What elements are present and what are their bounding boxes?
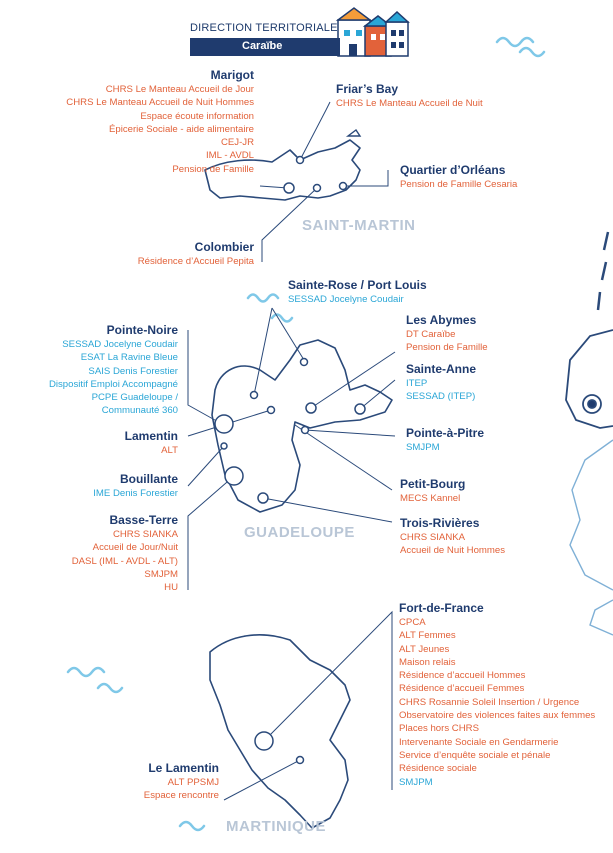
location-name: Les Abymes [406, 313, 477, 327]
service-item: MECS Kannel [400, 493, 461, 504]
location-name: Marigot [210, 68, 254, 82]
location-name: Sainte-Rose / Port Louis [288, 278, 427, 292]
service-item: Dispositif Emploi Accompagné [48, 378, 178, 390]
service-item: SESSAD Jocelyne Coudair [288, 294, 404, 305]
location-name: Friar’s Bay [336, 82, 399, 96]
service-item: SMJPM [399, 776, 433, 788]
service-item: CHRS Le Manteau Accueil de Jour [105, 84, 254, 95]
service-item: CEJ-JR [220, 137, 254, 149]
service-item: ALT Femmes [399, 630, 456, 642]
service-item: SMJPM [406, 442, 440, 453]
service-item: Pension de Famille [172, 163, 254, 175]
location-name: Fort-de-France [399, 601, 484, 615]
location-name: Petit-Bourg [400, 477, 466, 491]
decorative-island-outline [569, 439, 613, 636]
service-item: ALT Jeunes [399, 643, 450, 655]
location-name: Pointe-Noire [106, 323, 178, 337]
region-saint-martin: SAINT-MARTIN [302, 217, 416, 234]
location-name: Colombier [194, 240, 254, 254]
service-item: Espace écoute information [140, 110, 254, 122]
service-item: Accueil de Jour/Nuit [92, 542, 178, 554]
service-item: CHRS Rosannie Soleil Insertion / Urgence [399, 696, 580, 708]
wave-decoration [66, 36, 546, 832]
service-item: IME Denis Forestier [93, 488, 178, 499]
service-item: Résidence d’accueil Hommes [399, 670, 526, 682]
service-item: Épicerie Sociale - aide alimentaire [108, 123, 254, 135]
saint-martin-island [204, 139, 361, 201]
service-item: Accueil de Nuit Hommes [400, 545, 506, 557]
service-item: Pension de Famille [406, 342, 488, 354]
region-martinique: MARTINIQUE [226, 818, 326, 835]
service-item: Service d’enquête sociale et pénale [399, 749, 551, 761]
service-item: Résidence d’accueil Femmes [399, 683, 525, 695]
service-item: SESSAD Jocelyne Coudair [62, 339, 178, 350]
service-item: Observatoire des violences faites aux fe… [399, 710, 596, 722]
location-markers [214, 155, 366, 765]
region-guadeloupe: GUADELOUPE [244, 524, 355, 541]
header-subtitle: Caraïbe [242, 40, 283, 52]
location-name: Sainte-Anne [406, 362, 477, 376]
guadeloupe-island [211, 339, 393, 513]
location-name: Le Lamentin [148, 761, 219, 775]
service-item: ALT PPSMJ [167, 777, 219, 788]
location-name: Basse-Terre [109, 513, 178, 527]
location-name: Lamentin [124, 429, 178, 443]
martinique-island [209, 634, 351, 829]
service-item: Maison relais [399, 656, 456, 668]
service-item: Intervenante Sociale en Gendarmerie [399, 736, 559, 748]
service-item: IML - AVDL [206, 150, 254, 162]
service-item: DT Caraïbe [406, 329, 456, 340]
service-item: CHRS SIANKA [112, 529, 178, 540]
decorative-ship-icon [565, 231, 613, 429]
service-item: Espace rencontre [143, 790, 219, 802]
service-item: CHRS SIANKA [400, 532, 466, 543]
service-item: SAIS Denis Forestier [88, 365, 178, 377]
houses-illustration-icon [335, 7, 410, 57]
service-item: DASL (IML - AVDL - ALT) [71, 555, 178, 567]
location-name: Bouillante [119, 472, 178, 486]
service-item: ITEP [406, 378, 428, 389]
service-item: ALT [161, 445, 178, 456]
service-item: Places hors CHRS [399, 723, 479, 735]
service-item: HU [164, 582, 178, 594]
service-item: ESAT La Ravine Bleue [80, 352, 178, 364]
location-name: Trois-Rivières [400, 516, 480, 530]
header-title: DIRECTION TERRITORIALE [190, 22, 338, 34]
service-item: SESSAD (ITEP) [406, 391, 476, 403]
service-item: SMJPM [144, 568, 178, 580]
location-name: Pointe-à-Pitre [406, 426, 485, 440]
service-item: Pension de Famille Cesaria [400, 179, 518, 190]
header-bar [190, 38, 340, 56]
location-name: Quartier d’Orléans [400, 163, 506, 177]
service-item: Résidence d’Accueil Pepita [137, 256, 254, 267]
service-item: CHRS Le Manteau Accueil de Nuit [336, 98, 483, 109]
service-item: CPCA [399, 617, 426, 628]
leader-lines [187, 101, 396, 801]
service-item: Communauté 360 [101, 405, 178, 417]
service-item: Résidence sociale [399, 763, 477, 775]
service-item: CHRS Le Manteau Accueil de Nuit Hommes [66, 97, 254, 109]
service-item: PCPE Guadeloupe / [91, 392, 178, 404]
